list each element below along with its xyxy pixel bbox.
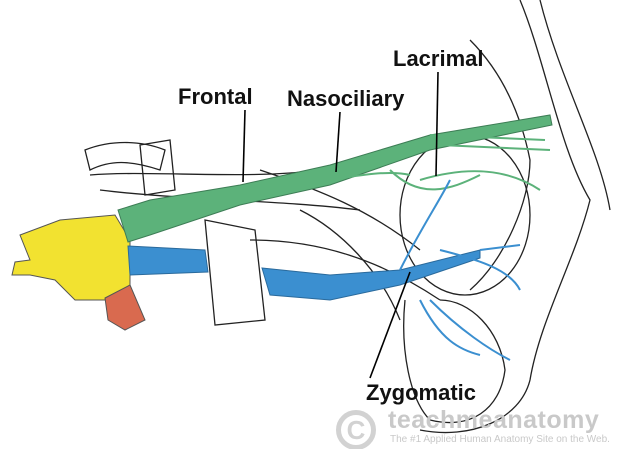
orbit-structures — [84, 0, 611, 434]
maxillary-nerve — [127, 245, 209, 276]
leader-lines — [242, 71, 439, 379]
watermark-brand: teachmeanatomy — [388, 406, 600, 434]
optic-canal — [84, 141, 166, 171]
copyright-icon: C — [336, 410, 376, 449]
label-zygomatic: Zygomatic — [366, 380, 477, 405]
zygomatic-branches — [399, 179, 521, 361]
nasociliary-leader — [335, 111, 341, 173]
lacrimal-leader — [435, 71, 439, 177]
frontal-leader — [242, 109, 246, 183]
maxillary-nerve-distal — [261, 249, 481, 301]
zygomatic-leader — [369, 271, 411, 379]
mandibular-nerve — [104, 284, 146, 331]
label-nasociliary: Nasociliary — [287, 86, 405, 111]
watermark-tagline: The #1 Applied Human Anatomy Site on the… — [390, 434, 610, 445]
lacrimal-gland — [403, 299, 506, 424]
label-frontal: Frontal — [178, 84, 253, 109]
label-lacrimal: Lacrimal — [393, 46, 484, 71]
trigeminal-ganglion — [11, 214, 131, 301]
muscle-stump — [204, 219, 266, 326]
